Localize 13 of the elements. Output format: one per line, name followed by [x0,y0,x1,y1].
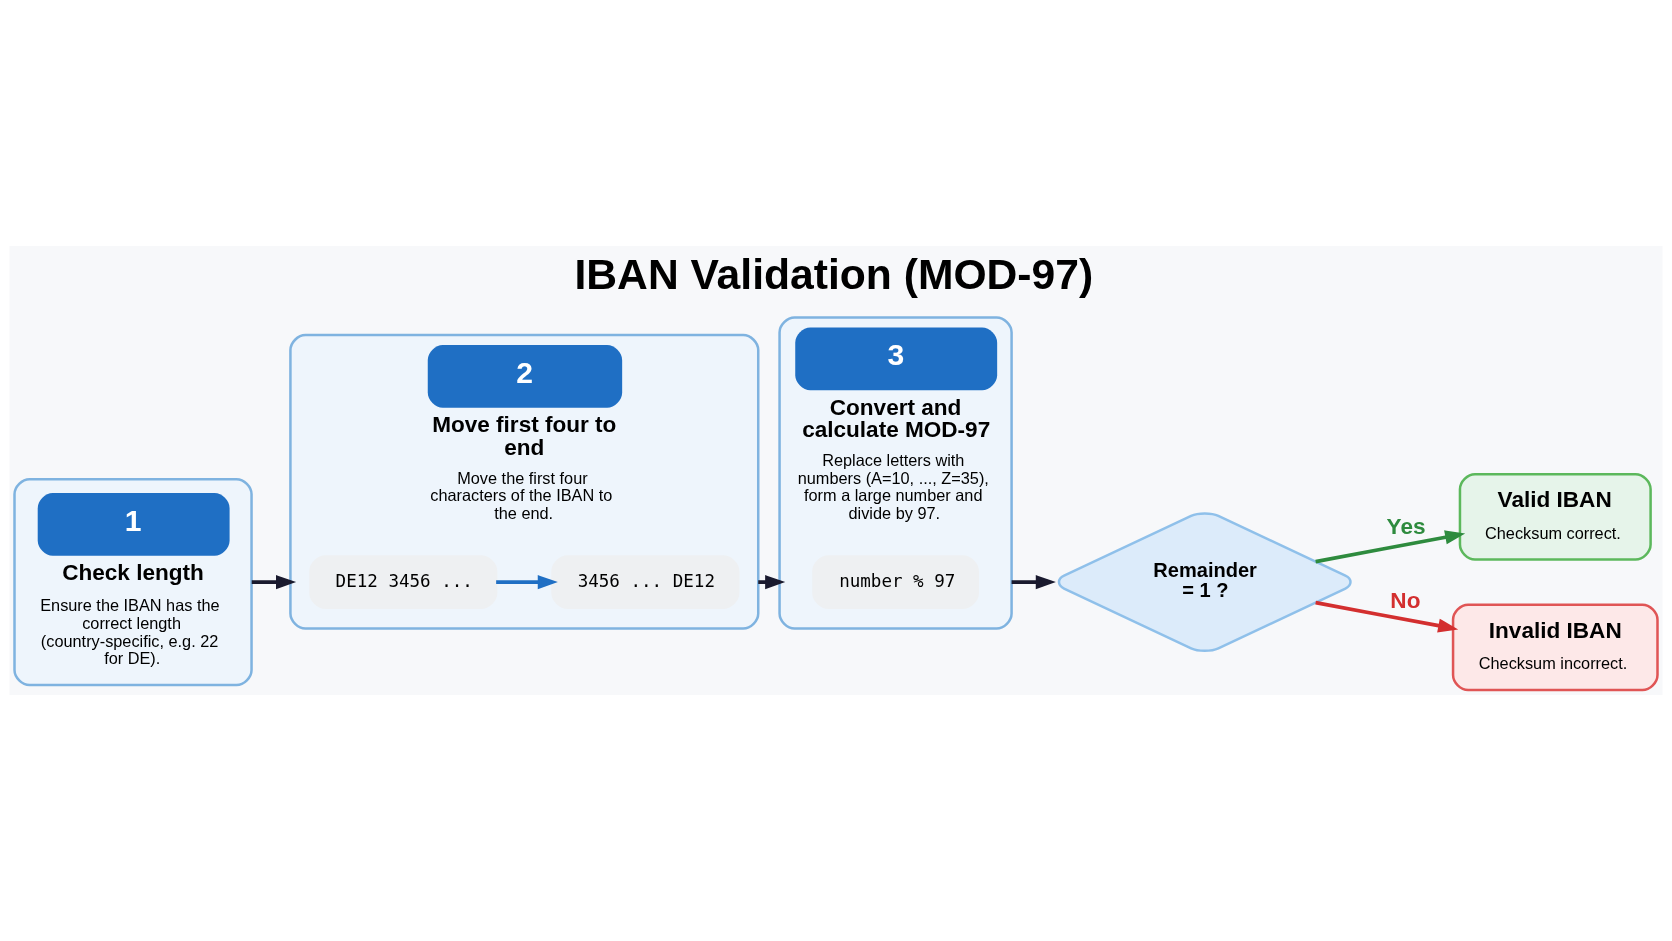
node-box: DE12 3456 ... [309,555,498,610]
node-box: 3456 ... DE12 [551,555,740,610]
node-box: 1 Check length Ensure the IBAN has the correct length (country-specific, e.g. 22 for DE). [13,478,253,687]
edge-label: Yes [1386,513,1426,539]
diagram-title: IBAN Validation (MOD-97) [574,249,1094,298]
node-box: Invalid IBAN Checksum incorrect. [1451,603,1659,692]
edge-label: No [1390,587,1421,613]
arrow [251,575,297,590]
node-box: Valid IBAN Checksum correct. [1458,473,1652,561]
arrow [1011,575,1056,590]
arrow [1315,600,1459,633]
arrow [1315,530,1466,564]
arrow [496,575,558,590]
